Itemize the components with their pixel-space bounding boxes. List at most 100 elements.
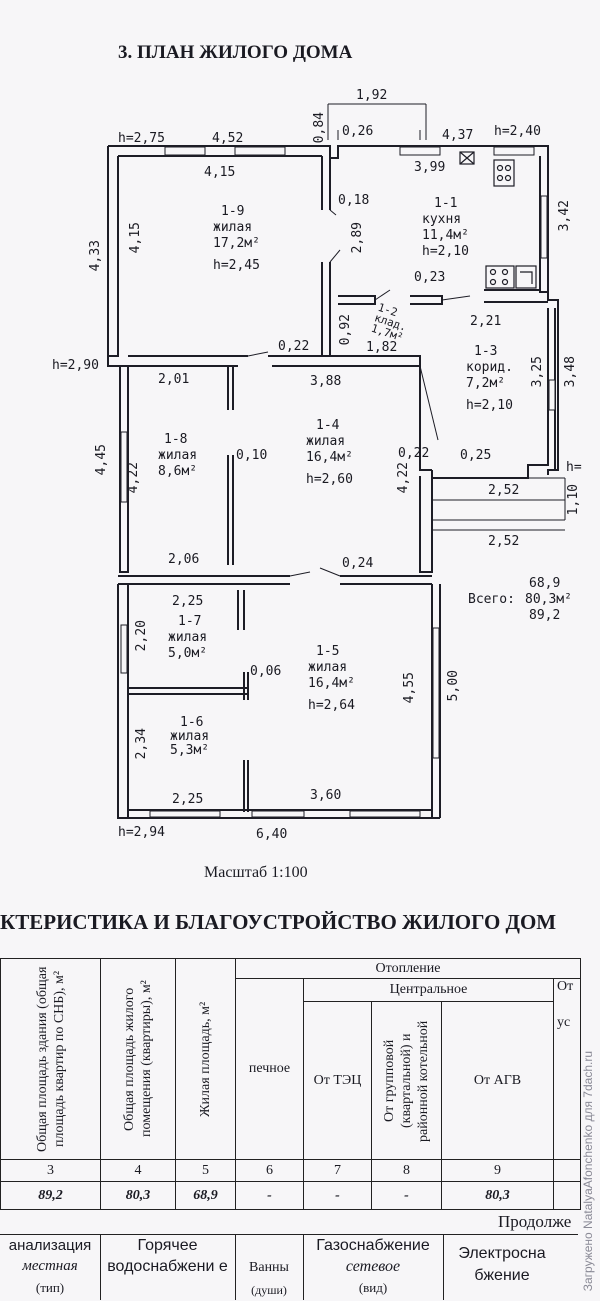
room-area: 17,2м² bbox=[213, 236, 260, 251]
spec-title: КТЕРИСТИКА И БЛАГОУСТРОЙСТВО ЖИЛОГО ДОМ bbox=[0, 910, 557, 934]
dim-2-89: 2,89 bbox=[350, 222, 365, 254]
room-1-4: 1-4 жилая 16,4м² h=2,60 bbox=[306, 418, 353, 488]
room-height: h=2,10 bbox=[466, 398, 513, 413]
dim-0-18: 0,18 bbox=[338, 193, 370, 208]
total-flat: 80,3м² bbox=[525, 592, 572, 607]
dim-1-92: 1,92 bbox=[356, 88, 388, 103]
dim-0-23: 0,23 bbox=[414, 270, 446, 285]
electric-cell: Электросна бжение bbox=[458, 1245, 546, 1284]
dim-6-40: 6,40 bbox=[256, 827, 288, 842]
dim-2-06: 2,06 bbox=[168, 552, 200, 567]
room-height: h=2,60 bbox=[306, 472, 353, 487]
dim-3-25: 3,25 bbox=[530, 356, 545, 388]
room-1-3: 1-3 корид. 7,2м² h=2,10 bbox=[466, 344, 513, 414]
totals-label: Всего: bbox=[468, 592, 515, 607]
dim-5-00: 5,00 bbox=[446, 670, 461, 702]
floor-plan bbox=[107, 103, 566, 819]
col-num: 5 bbox=[175, 1159, 236, 1182]
dim-3-88: 3,88 bbox=[310, 374, 342, 389]
dim-1-82: 1,82 bbox=[366, 340, 398, 355]
dim-0-25: 0,25 bbox=[460, 448, 492, 463]
dim-3-60: 3,60 bbox=[310, 788, 342, 803]
val-living: 68,9 bbox=[175, 1181, 236, 1210]
dim-4-22-left: 4,22 bbox=[126, 462, 141, 494]
dim-2-21: 2,21 bbox=[470, 314, 502, 329]
header-tec: От ТЭЦ bbox=[303, 1001, 372, 1160]
dim-4-45: 4,45 bbox=[94, 444, 109, 476]
room-1-5: 1-5 жилая 16,4м² h=2,64 bbox=[308, 644, 355, 714]
dim-h-right: h= bbox=[566, 460, 582, 475]
room-area: 16,4м² bbox=[306, 450, 353, 465]
header-living: Жилая площадь, м² bbox=[175, 958, 236, 1160]
dim-0-84: 0,84 bbox=[312, 112, 327, 144]
room-1-6: 1-6 жилая 5,3м² bbox=[170, 716, 209, 758]
dim-4-52: 4,52 bbox=[212, 131, 244, 146]
watermark: Загружено NatalyaAfonchenko для 7dach.ru bbox=[581, 1050, 595, 1291]
sewer-cell: анализация местная (тип) bbox=[0, 1235, 101, 1300]
col-num bbox=[553, 1159, 581, 1182]
col-num: 6 bbox=[235, 1159, 304, 1182]
room-name: корид. bbox=[466, 360, 513, 375]
room-area: 7,2м² bbox=[466, 376, 506, 391]
room-1-1: 1-1 кухня 11,4м² h=2,10 bbox=[422, 196, 469, 260]
room-name: жилая bbox=[158, 448, 198, 463]
gas-header: Газоснабжение bbox=[316, 1237, 430, 1254]
room-1-7: 1-7 жилая 5,0м² bbox=[168, 614, 207, 662]
dim-h-2-90: h=2,90 bbox=[52, 358, 99, 373]
dim-2-25-bottom: 2,25 bbox=[172, 792, 204, 807]
room-area: 5,3м² bbox=[170, 743, 210, 758]
room-height: h=2,45 bbox=[213, 258, 260, 273]
dim-h-2-75: h=2,75 bbox=[118, 131, 165, 146]
dim-4-15-top: 4,15 bbox=[204, 165, 236, 180]
header-central: Центральное bbox=[303, 978, 554, 1002]
val-group: - bbox=[371, 1181, 442, 1210]
header-agv: От АГВ bbox=[441, 1001, 554, 1160]
val-tec: - bbox=[303, 1181, 372, 1210]
col-num: 9 bbox=[441, 1159, 554, 1182]
dim-4-55: 4,55 bbox=[402, 672, 417, 704]
baths-cell: Ванны (души) bbox=[235, 1235, 304, 1300]
dim-2-20: 2,20 bbox=[134, 620, 149, 652]
room-id: 1-5 bbox=[316, 644, 340, 659]
dim-0-10: 0,10 bbox=[236, 448, 268, 463]
total-living: 68,9 bbox=[529, 576, 561, 591]
col-num: 3 bbox=[0, 1159, 101, 1182]
dim-0-22-mid: 0,22 bbox=[398, 446, 430, 461]
room-id: 1-1 bbox=[434, 196, 458, 211]
header-heating: Отопление bbox=[235, 958, 581, 979]
dim-0-06: 0,06 bbox=[250, 664, 282, 679]
dim-0-92: 0,92 bbox=[338, 314, 353, 346]
sewer-header: анализация bbox=[8, 1237, 92, 1254]
dim-2-25-top: 2,25 bbox=[172, 594, 204, 609]
scale-label: Масштаб 1:100 bbox=[204, 864, 308, 881]
dim-h-2-94: h=2,94 bbox=[118, 825, 165, 840]
dim-1-10: 1,10 bbox=[566, 484, 581, 516]
dim-4-15-side: 4,15 bbox=[128, 222, 143, 254]
dim-2-34: 2,34 bbox=[134, 728, 149, 760]
room-area: 8,6м² bbox=[158, 464, 198, 479]
col-num: 8 bbox=[371, 1159, 442, 1182]
dim-3-48: 3,48 bbox=[563, 356, 578, 388]
bottom-table: анализация местная (тип) Горячее водосна… bbox=[0, 1234, 578, 1300]
dim-2-52-b: 2,52 bbox=[488, 534, 520, 549]
room-name: жилая bbox=[306, 434, 346, 449]
section-title: 3. ПЛАН ЖИЛОГО ДОМА bbox=[118, 42, 353, 63]
gas-cell: Газоснабжение сетевое (вид) bbox=[303, 1235, 444, 1300]
val-agv: 80,3 bbox=[441, 1181, 554, 1210]
room-id: 1-8 bbox=[164, 432, 188, 447]
dim-3-42: 3,42 bbox=[557, 200, 572, 232]
dim-2-01: 2,01 bbox=[158, 372, 190, 387]
header-total-building: Общая площадь здания (общая площадь квар… bbox=[0, 958, 101, 1160]
room-area: 5,0м² bbox=[168, 646, 208, 661]
val-total-flat: 80,3 bbox=[100, 1181, 176, 1210]
room-area: 16,4м² bbox=[308, 676, 355, 691]
dim-2-52-a: 2,52 bbox=[488, 483, 520, 498]
room-id: 1-6 bbox=[180, 715, 204, 730]
dim-4-22-right: 4,22 bbox=[396, 462, 411, 494]
dim-0-26: 0,26 bbox=[342, 124, 374, 139]
room-id: 1-3 bbox=[474, 344, 498, 359]
gas-type: (вид) bbox=[358, 1280, 388, 1295]
val-total-building: 89,2 bbox=[0, 1181, 101, 1210]
header-total-flat: Общая площадь жилого помещения (квартиры… bbox=[100, 958, 176, 1160]
